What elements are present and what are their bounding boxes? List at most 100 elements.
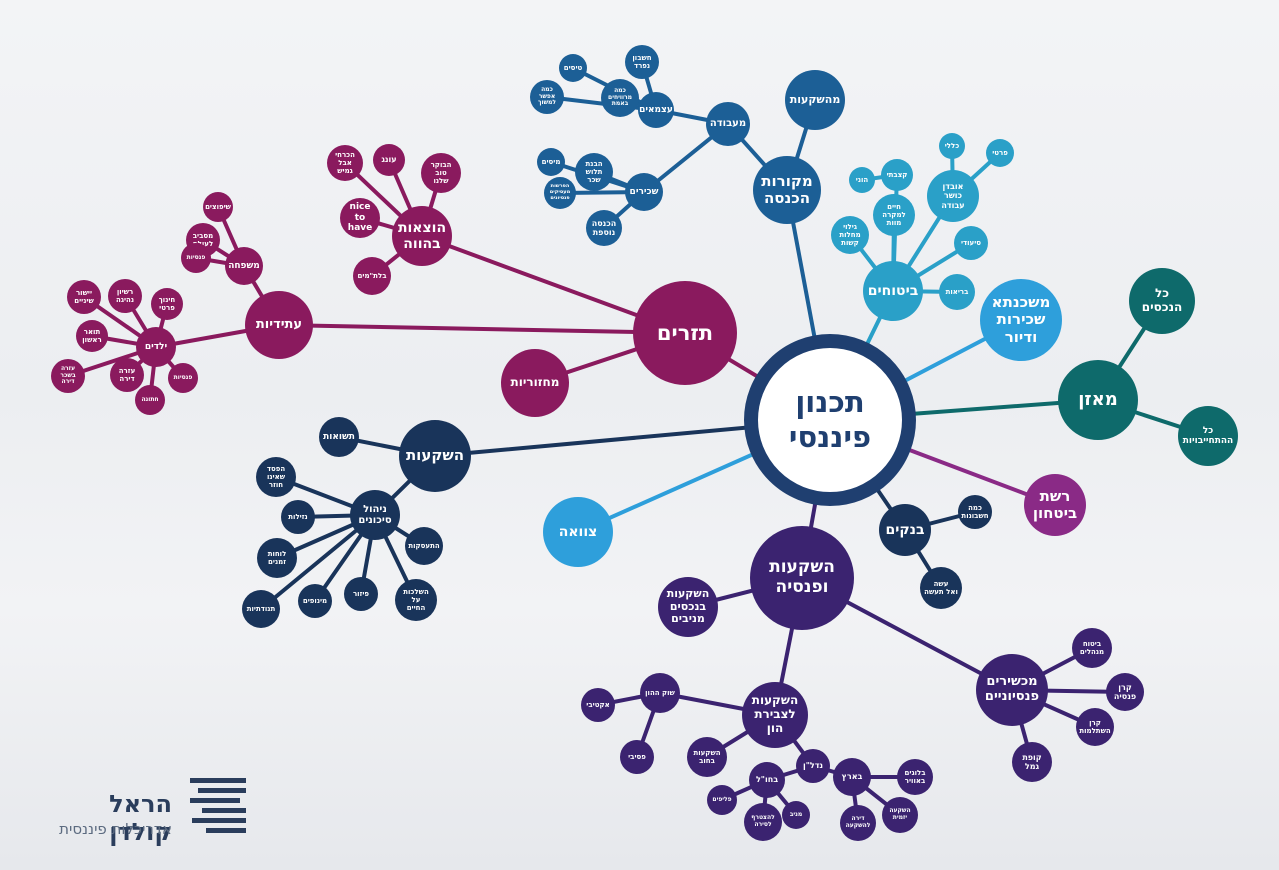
node-label: ביטוח מנהלים xyxy=(1079,639,1105,656)
node-label: פסיבי xyxy=(628,752,646,761)
node-ezra: עזרה בשכר דירה xyxy=(51,359,85,393)
node-label: יישור שיניים xyxy=(74,288,94,305)
node-label: השקעות xyxy=(405,446,465,465)
node-pasivi: פסיבי xyxy=(620,740,654,774)
node-baltamim: בלת"מים xyxy=(353,257,391,295)
node-label: הכנסה נוספת xyxy=(591,218,617,237)
node-label: חשבון נפרד xyxy=(632,53,652,70)
node-atidiyot: עתידיות xyxy=(245,291,313,359)
brand-mark-icon xyxy=(190,778,246,833)
node-label: משפחה xyxy=(228,260,260,271)
node-yeladim: ילדים xyxy=(136,327,176,367)
node-label: תכנון פיננסי xyxy=(788,385,872,454)
node-oneg: עונג xyxy=(373,144,405,176)
node-label: להצטרף לסירה xyxy=(751,814,775,828)
node-flipim: פליפים xyxy=(707,785,737,815)
node-label: פיזור xyxy=(352,589,370,598)
node-maazan: מאזן xyxy=(1058,360,1138,440)
node-label: טיסים xyxy=(563,63,583,72)
node-hotzaot: הוצאות בהווה xyxy=(392,206,452,266)
node-hefsed: הפסד שאינו חוזר xyxy=(256,457,296,497)
node-misim: מיסים xyxy=(537,148,565,176)
node-label: חתונה xyxy=(141,395,159,403)
node-label: רשיון נהיגה xyxy=(116,287,134,304)
node-label: ילדים xyxy=(144,341,168,352)
node-label: פליפים xyxy=(712,795,732,803)
node-label: ביטוחים xyxy=(867,282,919,299)
node-yazmit: השקעה יזמית xyxy=(882,797,918,833)
node-ezra-dira: עזרה דירה xyxy=(110,358,144,392)
node-label: שיפוצים xyxy=(205,202,231,211)
node-bankim: בנקים xyxy=(879,504,931,556)
node-label: פנסיות xyxy=(186,253,206,261)
node-label: nice to have xyxy=(347,202,373,234)
brand-subtitle: אדריכלות פיננסית xyxy=(59,820,172,838)
node-keren-pensia: קרן פנסיה xyxy=(1106,673,1144,711)
node-hashkaot: השקעות xyxy=(399,420,471,492)
node-kitzbati: קצבתי xyxy=(881,159,913,191)
node-label: עתידיות xyxy=(255,316,303,332)
node-tzrim: תזרים xyxy=(633,281,737,385)
node-label: הכרחי אבל גמיש xyxy=(335,150,355,176)
node-meavoda: מעבודה xyxy=(706,102,750,146)
node-label: כמה אפשר למשוך xyxy=(537,85,557,107)
node-label: הפסד שאינו חוזר xyxy=(266,464,286,490)
node-label: משכנתא שכירות ודיור xyxy=(991,293,1051,346)
node-tshuot: תשואות xyxy=(319,417,359,457)
node-label: השקעה יזמית xyxy=(889,807,911,821)
node-kupat-gemel: קופת גמל xyxy=(1012,742,1052,782)
node-label: קרן פנסיה xyxy=(1113,682,1137,701)
node-label: מאזן xyxy=(1078,388,1118,410)
node-shipuzim: שיפוצים xyxy=(203,192,233,222)
node-label: סיעודי xyxy=(960,238,982,247)
node-center: תכנון פיננסי xyxy=(744,334,916,506)
node-label: נדל"ן xyxy=(802,761,824,771)
node-label: תזרים xyxy=(656,320,714,345)
node-label: דירה להשקעה xyxy=(845,815,871,829)
node-taasukot: התעסקות xyxy=(405,527,443,565)
node-label: מחזוריות xyxy=(510,375,560,390)
node-minufim: מינופים xyxy=(298,584,332,618)
node-label: עזרה דירה xyxy=(118,366,136,383)
node-label: תנודתיות xyxy=(246,604,276,613)
node-bnechasim: השקעות בנכסים מניבים xyxy=(658,577,718,637)
node-tzavaa: צוואה xyxy=(543,497,613,567)
node-ase: עשה ואל תעשה xyxy=(920,567,962,609)
node-haboker: הבוקר טוב שלנו xyxy=(421,153,461,193)
node-mekorot: מקורות הכנסה xyxy=(753,156,821,224)
node-mahzoriot: מחזוריות xyxy=(501,349,569,417)
node-ovdan: אובדן כושר עבודה xyxy=(927,170,979,222)
node-hachnasa-nosefet: הכנסה נוספת xyxy=(586,210,622,246)
node-mahshirim: מכשירים פנסיוניים xyxy=(976,654,1048,726)
node-label: הבוקר טוב שלנו xyxy=(430,160,452,186)
node-label: כללי xyxy=(944,141,960,150)
node-hinuch: חינוך פרטי xyxy=(151,288,183,320)
node-label: בנקים xyxy=(885,521,925,538)
node-label: בלת"מים xyxy=(357,271,387,280)
node-hashlachot: השלכות על החיים xyxy=(395,579,437,621)
node-kama-heshbonot: כמה חשבונות xyxy=(958,495,992,529)
node-prati: פרטי xyxy=(986,139,1014,167)
node-giluy: גילוי מחלות קשות xyxy=(831,216,869,254)
node-label: כל הנכסים xyxy=(1141,286,1183,314)
node-havanat: הבנת תלוש שכר xyxy=(575,153,613,191)
node-label: שכירים xyxy=(629,186,659,197)
node-nadlan: נדל"ן xyxy=(796,749,830,783)
node-klali: כללי xyxy=(939,133,965,159)
node-luhot: לוחות זמנים xyxy=(257,538,297,578)
node-label: מהשקעות xyxy=(789,92,841,106)
node-label: השקעות בנכסים מניבים xyxy=(666,587,710,626)
node-kama-marvihim: כמה מרוויחים באמת xyxy=(601,79,639,117)
node-nihul: ניהול סיכונים xyxy=(350,490,400,540)
node-label: עזרה בשכר דירה xyxy=(60,364,76,386)
node-label: פנסיות xyxy=(173,373,193,381)
node-briut: בריאות xyxy=(939,274,975,310)
node-label: חינוך פרטי xyxy=(158,295,176,312)
node-label: הוני xyxy=(855,175,869,184)
node-yishur: יישור שיניים xyxy=(67,280,101,314)
node-mishpaha: משפחה xyxy=(225,247,263,285)
node-pensiot: פנסיות xyxy=(181,243,211,273)
node-label: הפרשות מעסיקים פנסיונים xyxy=(549,183,571,201)
connector-tzrim-atidiyot xyxy=(277,323,687,335)
node-label: השקעות בחוב xyxy=(693,748,721,765)
